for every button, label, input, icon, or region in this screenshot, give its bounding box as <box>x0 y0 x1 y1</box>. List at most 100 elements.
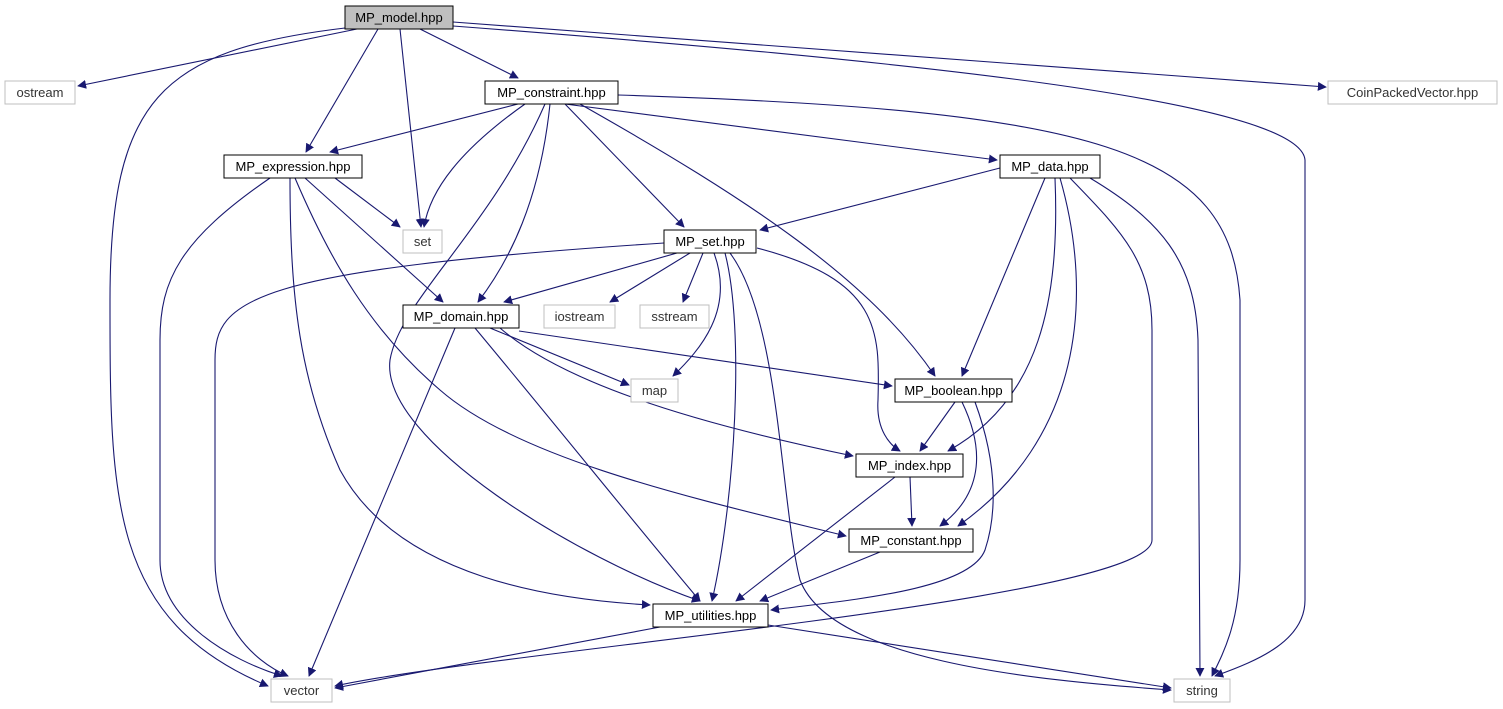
node-label-string: string <box>1186 683 1218 698</box>
edge-expression-to-constant <box>294 177 847 539</box>
edge-constraint-to-domain <box>477 103 551 303</box>
node-label-iostream: iostream <box>555 309 605 324</box>
edges-layer <box>77 21 1327 694</box>
node-coinpacked: CoinPackedVector.hpp <box>1327 80 1498 105</box>
edge-constant-to-utilities <box>759 551 881 603</box>
node-box-constant <box>848 528 974 553</box>
node-label-boolean: MP_boolean.hpp <box>904 383 1002 398</box>
node-label-expression: MP_expression.hpp <box>236 159 351 174</box>
node-boolean[interactable]: MP_boolean.hpp <box>894 378 1013 403</box>
edge-data-to-string <box>1089 177 1205 677</box>
node-box-vector <box>270 678 333 703</box>
edge-boolean-to-constant <box>939 401 978 527</box>
node-model[interactable]: MP_model.hpp <box>344 5 454 30</box>
node-box-mpset <box>663 229 757 254</box>
edge-constraint-to-expression <box>329 103 519 155</box>
node-label-domain: MP_domain.hpp <box>414 309 509 324</box>
node-box-iostream <box>543 304 616 329</box>
edge-model-to-set <box>399 28 425 228</box>
node-ostream: ostream <box>4 80 76 105</box>
node-box-boolean <box>894 378 1013 403</box>
edge-data-to-boolean <box>960 177 1046 377</box>
node-box-expression <box>223 154 363 179</box>
edge-boolean-to-index <box>919 401 956 452</box>
edge-mpset-to-sstream <box>681 252 704 303</box>
edge-data-to-constant <box>957 177 1077 527</box>
node-box-ostream <box>4 80 76 105</box>
edge-constraint-to-string <box>617 94 1241 677</box>
edge-mpset-to-vector <box>214 242 665 677</box>
edge-constraint-to-set <box>420 103 526 228</box>
edge-constraint-to-boolean <box>579 103 936 377</box>
node-data[interactable]: MP_data.hpp <box>999 154 1101 179</box>
node-label-mpset: MP_set.hpp <box>675 234 744 249</box>
edge-model-to-ostream <box>77 28 358 89</box>
edge-utilities-to-string <box>767 624 1172 692</box>
node-label-data: MP_data.hpp <box>1011 159 1088 174</box>
edge-domain-to-boolean <box>518 330 893 390</box>
node-label-coinpacked: CoinPackedVector.hpp <box>1347 85 1479 100</box>
node-expression[interactable]: MP_expression.hpp <box>223 154 363 179</box>
edge-utilities-to-vector <box>334 626 661 691</box>
node-label-constraint: MP_constraint.hpp <box>497 85 605 100</box>
node-index[interactable]: MP_index.hpp <box>855 453 964 478</box>
node-utilities[interactable]: MP_utilities.hpp <box>652 603 769 628</box>
edge-boolean-to-utilities <box>770 401 994 614</box>
edge-model-to-string <box>452 25 1306 678</box>
edge-data-to-vector <box>334 177 1153 689</box>
edge-data-to-index <box>947 177 1057 452</box>
edge-expression-to-utilities <box>289 177 651 610</box>
node-box-map <box>630 378 679 403</box>
node-map: map <box>630 378 679 403</box>
node-box-domain <box>402 304 520 329</box>
node-label-utilities: MP_utilities.hpp <box>665 608 757 623</box>
edge-model-to-coinpacked <box>452 21 1327 91</box>
edge-model-to-constraint <box>419 28 519 79</box>
node-label-map: map <box>642 383 667 398</box>
edge-domain-to-vector <box>307 327 456 677</box>
edge-expression-to-vector <box>159 177 283 678</box>
edge-data-to-mpset <box>759 167 1001 233</box>
node-domain[interactable]: MP_domain.hpp <box>402 304 520 329</box>
node-box-index <box>855 453 964 478</box>
node-box-sstream <box>639 304 710 329</box>
edge-model-to-expression <box>305 28 379 153</box>
edge-index-to-constant <box>907 476 917 527</box>
node-box-constraint <box>484 80 619 105</box>
edge-constraint-to-utilities <box>389 103 701 603</box>
edge-mpset-to-utilities <box>709 252 737 602</box>
edge-domain-to-utilities <box>474 327 701 602</box>
node-label-vector: vector <box>284 683 320 698</box>
node-label-set: set <box>414 234 432 249</box>
node-vector: vector <box>270 678 333 703</box>
node-box-string <box>1173 678 1231 703</box>
node-set: set <box>402 229 443 254</box>
node-mpset[interactable]: MP_set.hpp <box>663 229 757 254</box>
edge-mpset-to-iostream <box>609 252 691 303</box>
edge-model-to-vector <box>109 27 346 688</box>
node-box-data <box>999 154 1101 179</box>
node-string: string <box>1173 678 1231 703</box>
node-box-coinpacked <box>1327 80 1498 105</box>
edge-mpset-to-map <box>672 252 721 377</box>
edge-index-to-utilities <box>735 476 896 602</box>
node-iostream: iostream <box>543 304 616 329</box>
edge-expression-to-domain <box>304 177 444 303</box>
node-box-set <box>402 229 443 254</box>
node-label-constant: MP_constant.hpp <box>860 533 961 548</box>
node-label-sstream: sstream <box>651 309 697 324</box>
edge-constraint-to-data <box>564 103 998 164</box>
node-constraint[interactable]: MP_constraint.hpp <box>484 80 619 105</box>
node-constant[interactable]: MP_constant.hpp <box>848 528 974 553</box>
node-label-index: MP_index.hpp <box>868 458 951 473</box>
edge-expression-to-set <box>334 177 401 228</box>
edge-domain-to-map <box>489 327 630 387</box>
node-sstream: sstream <box>639 304 710 329</box>
node-label-model: MP_model.hpp <box>355 10 442 25</box>
edge-mpset-to-domain <box>503 252 678 305</box>
edge-constraint-to-mpset <box>564 103 685 228</box>
node-label-ostream: ostream <box>17 85 64 100</box>
node-box-utilities <box>652 603 769 628</box>
